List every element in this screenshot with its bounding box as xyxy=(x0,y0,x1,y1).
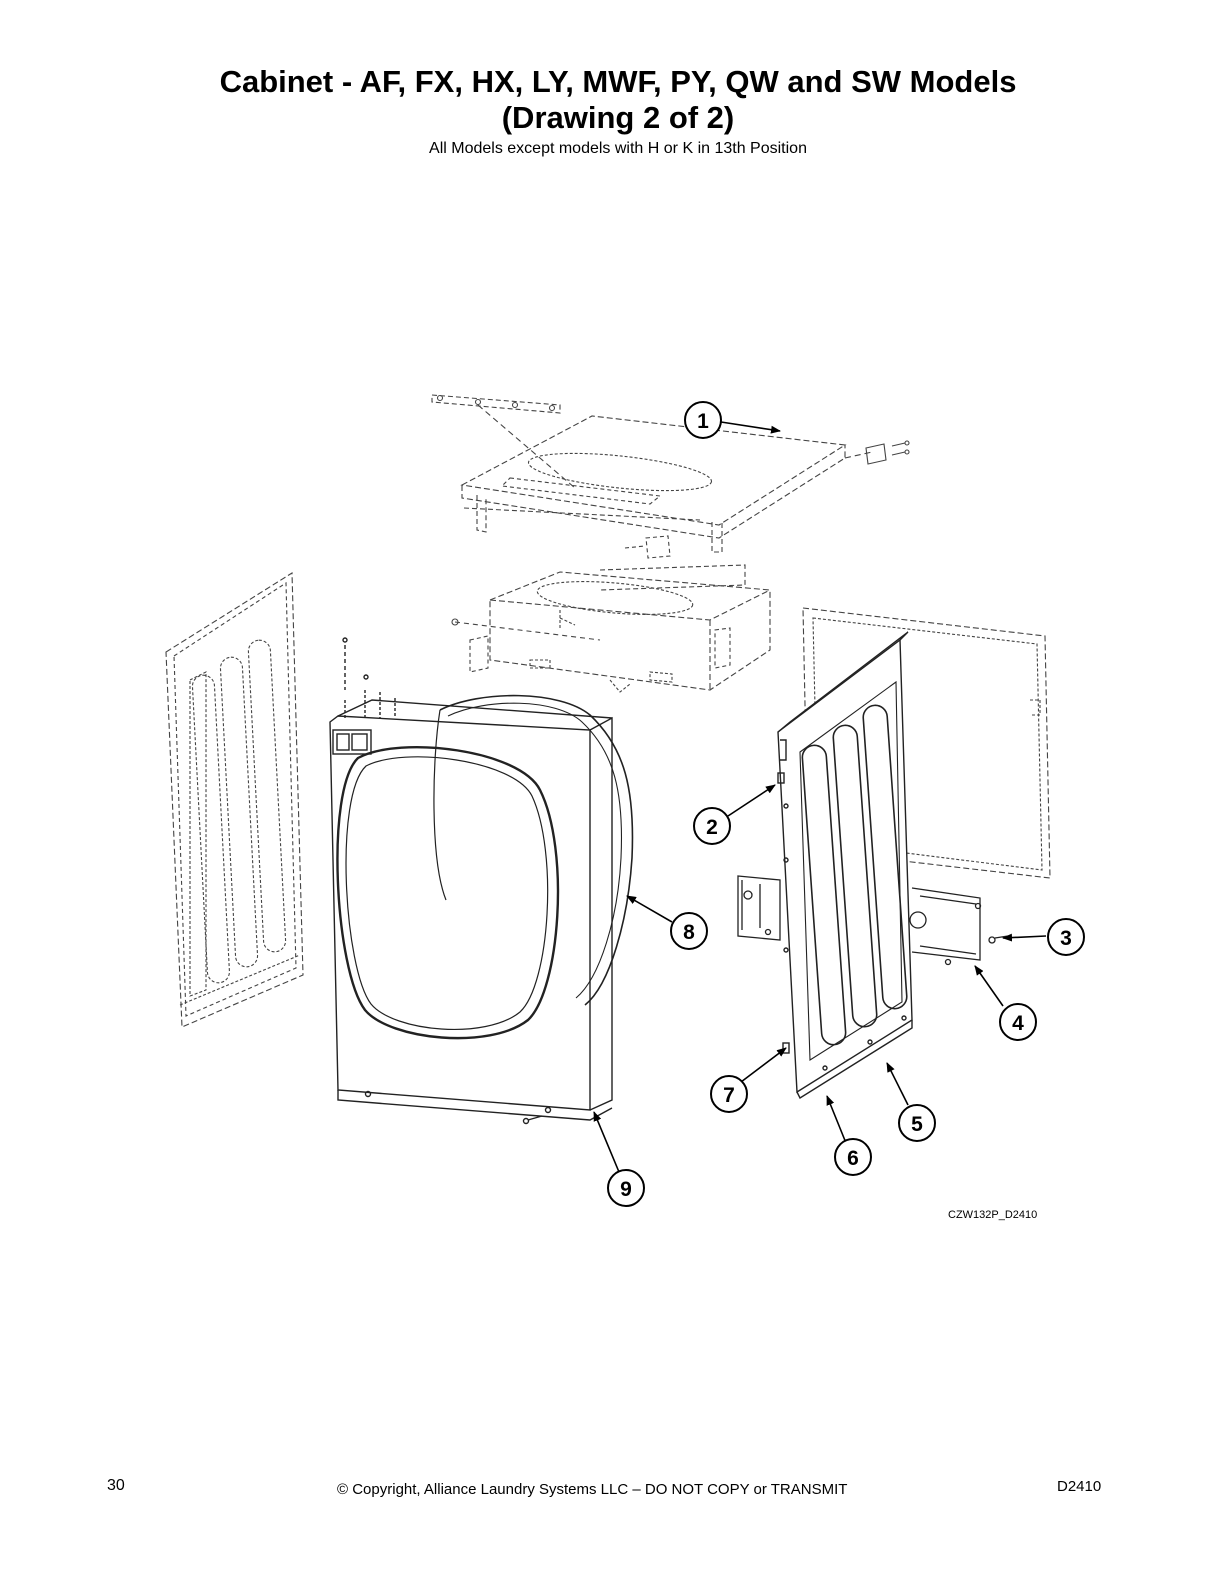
svg-text:9: 9 xyxy=(620,1178,632,1201)
right-side-panel-drawing xyxy=(777,631,913,1100)
leader-4 xyxy=(974,965,1004,1007)
leader-9 xyxy=(593,1111,620,1173)
callout-2: 2 xyxy=(693,807,731,845)
svg-text:7: 7 xyxy=(723,1084,735,1107)
control-housing-drawing xyxy=(451,564,771,693)
leader-8 xyxy=(626,895,673,923)
leader-2 xyxy=(727,784,776,817)
mounting-bracket-drawing xyxy=(737,875,1009,966)
leader-6 xyxy=(826,1095,847,1144)
svg-text:3: 3 xyxy=(1060,927,1072,950)
callout-leaders xyxy=(593,421,1047,1173)
callout-4: 4 xyxy=(999,1003,1037,1041)
callout-8: 8 xyxy=(670,912,708,950)
callouts: 1 2 3 4 5 6 7 8 xyxy=(607,401,1085,1207)
top-panel-drawing xyxy=(431,394,910,559)
page-subtitle: All Models except models with H or K in … xyxy=(429,140,807,157)
drawing-code: CZW132P_D2410 xyxy=(948,1209,1038,1221)
page-title: Cabinet - AF, FX, HX, LY, MWF, PY, QW an… xyxy=(219,64,1017,99)
copyright-notice: © Copyright, Alliance Laundry Systems LL… xyxy=(337,1481,848,1498)
leader-3 xyxy=(1002,933,1047,942)
front-panel-drawing xyxy=(329,637,634,1125)
callout-7: 7 xyxy=(710,1075,748,1113)
svg-text:4: 4 xyxy=(1012,1012,1024,1035)
leader-1 xyxy=(720,421,781,434)
document-code: D2410 xyxy=(1057,1478,1102,1495)
callout-5: 5 xyxy=(898,1104,936,1142)
svg-text:2: 2 xyxy=(706,816,718,839)
callout-9: 9 xyxy=(607,1169,645,1207)
callout-6: 6 xyxy=(834,1138,872,1176)
svg-text:5: 5 xyxy=(911,1113,923,1136)
svg-text:1: 1 xyxy=(697,410,709,433)
callout-3: 3 xyxy=(1047,918,1085,956)
svg-text:8: 8 xyxy=(683,921,695,944)
svg-text:6: 6 xyxy=(847,1147,859,1170)
leader-7 xyxy=(740,1047,787,1083)
leader-5 xyxy=(886,1062,909,1106)
left-side-panel-drawing xyxy=(165,572,304,1028)
page-title-drawing-number: (Drawing 2 of 2) xyxy=(501,100,735,135)
page-number: 30 xyxy=(107,1477,125,1494)
callout-1: 1 xyxy=(684,401,722,439)
